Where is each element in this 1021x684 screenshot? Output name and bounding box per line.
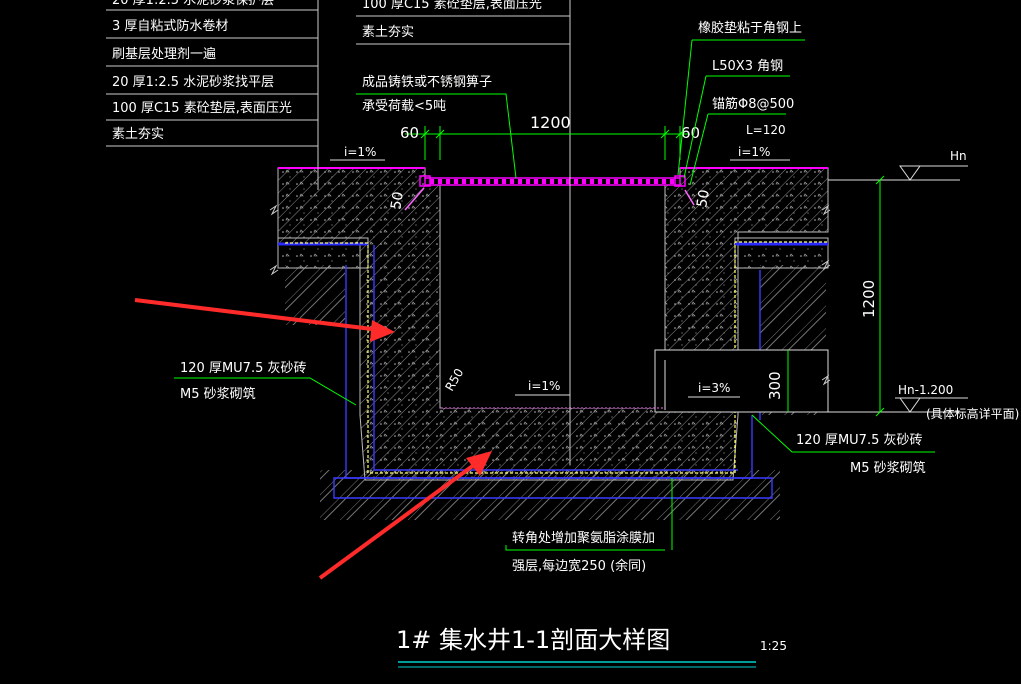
- grate-bar: [566, 179, 570, 184]
- top-dimension: [405, 126, 690, 160]
- grate-bar: [558, 179, 562, 184]
- layer-legend-left: 20 厚1:2.5 水泥砂浆保护层 3 厚自粘式防水卷材 刷基层处理剂一遍 20…: [106, 0, 319, 190]
- grate-bar: [622, 179, 626, 184]
- annotation-arrows: [134, 298, 492, 580]
- grate-bar: [654, 179, 658, 184]
- brick-left-line1: 120 厚MU7.5 灰砂砖: [180, 361, 306, 376]
- grate-bar: [478, 179, 482, 184]
- anchor-length-label: L=120: [746, 123, 786, 137]
- grate-bar: [518, 179, 522, 184]
- break-marks: [269, 204, 831, 386]
- slope-pipe: i=3%: [698, 381, 730, 395]
- drawing-title: 1# 集水井1-1剖面大样图: [396, 626, 670, 654]
- chamfer-leader-left: [404, 187, 425, 211]
- grate-bar: [550, 179, 554, 184]
- dim-grate-width: 1200: [530, 113, 571, 132]
- level-note: (具体标高详平面): [926, 406, 1019, 421]
- concrete-walls: [277, 167, 829, 481]
- grate-bar: [606, 179, 610, 184]
- dim-chamfer-left: 50: [388, 190, 407, 210]
- grate-bar: [462, 179, 466, 184]
- level-bottom: Hn-1.200: [898, 383, 953, 397]
- grate-bar: [590, 179, 594, 184]
- layer-1-text: 20 厚1:2.5 水泥砂浆保护层: [112, 0, 274, 8]
- corner-note: 转角处增加聚氨脂涂膜加 强层,每边宽250 (余同): [505, 478, 673, 574]
- dim-pipe: 300: [766, 371, 784, 400]
- anchor-label: 锚筋Φ8@500: [712, 96, 794, 112]
- slope-floor: i=1%: [528, 379, 560, 393]
- grate-bar: [646, 179, 650, 184]
- grate-bar: [582, 179, 586, 184]
- brick-outline: [333, 245, 773, 499]
- grate-bar: [630, 179, 634, 184]
- layer-3-text: 刷基层处理剂一遍: [112, 46, 216, 62]
- brick-label-right: 120 厚MU7.5 灰砂砖 M5 砂浆砌筑: [751, 414, 935, 476]
- grate-bar: [614, 179, 618, 184]
- drawing-scale: 1:25: [760, 639, 787, 653]
- grate-bar: [502, 179, 506, 184]
- dim-depth: 1200: [860, 280, 878, 318]
- layer-legend-center: 100 厚C15 素砼垫层,表面压光 素土夯实: [356, 0, 570, 45]
- grate-bar: [446, 179, 450, 184]
- dim-edge-right: 60: [681, 124, 700, 142]
- chamfer-leader-right: [684, 189, 695, 206]
- brick-label-left: 120 厚MU7.5 灰砂砖 M5 砂浆砌筑: [174, 361, 357, 406]
- waterproof-membrane: [285, 241, 828, 474]
- title-block: 1# 集水井1-1剖面大样图 1:25: [396, 626, 787, 668]
- grate-label-line2: 承受荷载<5吨: [362, 99, 446, 114]
- grate-bar: [510, 179, 514, 184]
- layer-2-text: 3 厚自粘式防水卷材: [112, 18, 228, 34]
- grate-label: 成品铸铁或不锈钢箅子 承受荷载<5吨: [356, 74, 517, 179]
- grate-bar: [542, 179, 546, 184]
- grate-bar: [638, 179, 642, 184]
- slope-labels: i=1% i=1% i=1% i=3%: [330, 145, 790, 398]
- grate-label-line1: 成品铸铁或不锈钢箅子: [362, 74, 492, 90]
- layer-4-text: 20 厚1:2.5 水泥砂浆找平层: [112, 75, 274, 90]
- right-labels: 橡胶垫粘于角钢上 L50X3 角钢 锚筋Φ8@500 L=120: [677, 20, 805, 186]
- corner-note-line1: 转角处增加聚氨脂涂膜加: [512, 530, 655, 546]
- slope-left: i=1%: [344, 145, 376, 159]
- rubber-pad-label: 橡胶垫粘于角钢上: [698, 20, 802, 36]
- brick-right-line2: M5 砂浆砌筑: [850, 460, 926, 476]
- grate-bar: [494, 179, 498, 184]
- grate-bar: [670, 179, 674, 184]
- brick-right-line1: 120 厚MU7.5 灰砂砖: [796, 433, 922, 448]
- grate-bar: [598, 179, 602, 184]
- grate-bar: [526, 179, 530, 184]
- level-markers: [787, 165, 968, 417]
- pipe-opening: [654, 349, 829, 413]
- grate-bar: [534, 179, 538, 184]
- grate-bar: [662, 179, 666, 184]
- grate-bar: [486, 179, 490, 184]
- dim-edge-left: 60: [400, 124, 419, 142]
- layer-6-text: 素土夯实: [112, 127, 164, 142]
- grate-bar: [454, 179, 458, 184]
- corner-note-line2: 强层,每边宽250 (余同): [512, 558, 646, 574]
- slope-right: i=1%: [738, 145, 770, 159]
- layer-5-text: 100 厚C15 素砼垫层,表面压光: [112, 100, 292, 116]
- center-layer-1-text: 100 厚C15 素砼垫层,表面压光: [362, 0, 542, 12]
- angle-steel-label: L50X3 角钢: [712, 59, 783, 74]
- grate-bar: [470, 179, 474, 184]
- grate-bar: [438, 179, 442, 184]
- brick-left-line2: M5 砂浆砌筑: [180, 386, 256, 402]
- grate-bar: [574, 179, 578, 184]
- grate: [278, 167, 828, 187]
- center-layer-2-text: 素土夯实: [362, 25, 414, 40]
- grate-bar: [430, 179, 434, 184]
- level-top: Hn: [950, 149, 967, 163]
- dim-chamfer-right: 50: [694, 188, 713, 208]
